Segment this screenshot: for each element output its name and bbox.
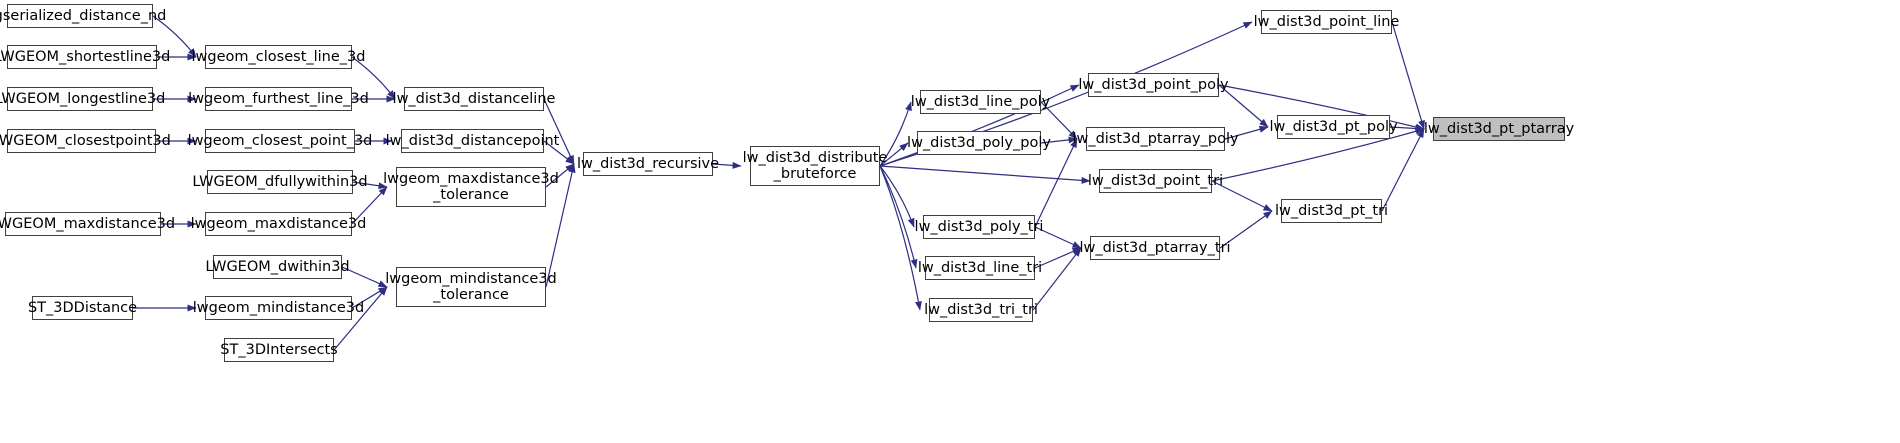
graph-node-LWGEOM-maxdistance3d[interactable]: LWGEOM_maxdistance3d [0, 212, 175, 236]
graph-node-label: lw_dist3d_line_poly [910, 93, 1051, 110]
graph-node-lwgeom-closest-point-3d[interactable]: lwgeom_closest_point_3d [188, 129, 372, 153]
graph-node-gserialized-distance-nd[interactable]: gserialized_distance_nd [0, 4, 166, 28]
graph-node-label: lw_dist3d_ptarray_poly [1072, 130, 1239, 147]
graph-node-lw-dist3d-point-poly[interactable]: lw_dist3d_point_poly [1078, 73, 1229, 97]
graph-node-label: lw_dist3d_pt_ptarray [1423, 120, 1575, 137]
graph-node-label: lw_dist3d_pt_tri [1274, 202, 1389, 219]
graph-node-label: gserialized_distance_nd [0, 7, 167, 24]
graph-edge [1032, 247, 1082, 311]
graph-node-label: lwgeom_closest_point_3d [187, 132, 373, 149]
graph-node-lw-dist3d-point-tri[interactable]: lw_dist3d_point_tri [1088, 169, 1223, 193]
graph-node-lw-dist3d-poly-poly[interactable]: lw_dist3d_poly_poly [907, 131, 1051, 155]
graph-node-label: lw_dist3d_point_tri [1087, 172, 1224, 189]
graph-node-lwgeom-closest-line-3d[interactable]: lwgeom_closest_line_3d [192, 45, 365, 69]
graph-node-label: lw_dist3d_point_poly [1078, 76, 1229, 93]
graph-node-LWGEOM-closestpoint3d[interactable]: LWGEOM_closestpoint3d [0, 129, 171, 153]
graph-node-label: lwgeom_furthest_line_3d [188, 90, 369, 107]
graph-node-label: LWGEOM_shortestline3d [0, 48, 171, 65]
graph-edge [879, 165, 922, 311]
graph-node-lwgeom-furthest-line-3d[interactable]: lwgeom_furthest_line_3d [188, 87, 369, 111]
graph-node-lw-dist3d-point-line[interactable]: lw_dist3d_point_line [1254, 10, 1399, 34]
graph-node-label: lwgeom_maxdistance3d _tolerance [383, 170, 559, 203]
graph-node-label: lw_dist3d_tri_tri [924, 301, 1038, 318]
graph-node-label: lw_dist3d_poly_tri [914, 218, 1044, 235]
graph-node-label: lw_dist3d_distanceline [392, 90, 556, 107]
graph-node-lw-dist3d-line-poly[interactable]: lw_dist3d_line_poly [911, 90, 1050, 114]
graph-node-label: lw_dist3d_point_line [1253, 13, 1400, 30]
graph-node-ST-3DIntersects[interactable]: ST_3DIntersects [220, 338, 338, 362]
graph-node-label: LWGEOM_dwithin3d [205, 258, 350, 275]
graph-node-label: lwgeom_mindistance3d _tolerance [385, 270, 557, 303]
graph-node-label: lwgeom_mindistance3d [192, 299, 365, 316]
graph-node-lw-dist3d-distribute-bruteforce[interactable]: lw_dist3d_distribute _bruteforce [743, 146, 887, 186]
graph-edge [1381, 128, 1425, 212]
graph-node-LWGEOM-dwithin3d[interactable]: LWGEOM_dwithin3d [205, 255, 350, 279]
graph-node-label: LWGEOM_longestline3d [0, 90, 166, 107]
graph-edge [1391, 21, 1425, 130]
graph-node-lw-dist3d-ptarray-poly[interactable]: lw_dist3d_ptarray_poly [1072, 127, 1239, 151]
graph-node-lwgeom-maxdistance3d-tolerance[interactable]: lwgeom_maxdistance3d _tolerance [383, 167, 559, 207]
graph-node-label: LWGEOM_maxdistance3d [0, 215, 176, 232]
graph-node-lw-dist3d-poly-tri[interactable]: lw_dist3d_poly_tri [915, 215, 1043, 239]
graph-node-LWGEOM-longestline3d[interactable]: LWGEOM_longestline3d [0, 87, 165, 111]
graph-node-label: ST_3DDistance [27, 299, 138, 316]
graph-node-label: ST_3DIntersects [220, 341, 338, 358]
graph-node-label: lw_dist3d_line_tri [917, 259, 1043, 276]
graph-node-LWGEOM-shortestline3d[interactable]: LWGEOM_shortestline3d [0, 45, 170, 69]
graph-node-lwgeom-mindistance3d-tolerance[interactable]: lwgeom_mindistance3d _tolerance [385, 267, 557, 307]
graph-node-lw-dist3d-distanceline[interactable]: lw_dist3d_distanceline [393, 87, 555, 111]
graph-node-lw-dist3d-pt-tri[interactable]: lw_dist3d_pt_tri [1275, 199, 1388, 223]
graph-node-LWGEOM-dfullywithin3d[interactable]: LWGEOM_dfullywithin3d [192, 170, 368, 194]
graph-node-label: lwgeom_maxdistance3d [190, 215, 367, 232]
graph-edge [1034, 138, 1078, 228]
graph-node-lw-dist3d-pt-poly[interactable]: lw_dist3d_pt_poly [1269, 115, 1398, 139]
graph-node-label: lw_dist3d_distribute _bruteforce [742, 149, 888, 182]
graph-node-lw-dist3d-pt-ptarray[interactable]: lw_dist3d_pt_ptarray [1424, 117, 1574, 141]
graph-node-label: lw_dist3d_pt_poly [1269, 118, 1398, 135]
graph-node-lw-dist3d-distancepoint[interactable]: lw_dist3d_distancepoint [386, 129, 559, 153]
graph-node-label: lw_dist3d_ptarray_tri [1079, 239, 1231, 256]
graph-edge [543, 98, 575, 165]
graph-node-lw-dist3d-tri-tri[interactable]: lw_dist3d_tri_tri [924, 298, 1038, 322]
graph-node-label: LWGEOM_dfullywithin3d [192, 173, 368, 190]
graph-node-lwgeom-maxdistance3d[interactable]: lwgeom_maxdistance3d [191, 212, 366, 236]
graph-node-lw-dist3d-recursive[interactable]: lw_dist3d_recursive [577, 152, 719, 176]
graph-edge [879, 165, 1091, 184]
graph-node-label: lw_dist3d_distancepoint [385, 132, 560, 149]
graph-node-ST-3DDistance[interactable]: ST_3DDistance [28, 296, 137, 320]
graph-node-label: lw_dist3d_recursive [576, 155, 720, 172]
graph-node-label: lwgeom_closest_line_3d [191, 48, 366, 65]
graph-node-lwgeom-mindistance3d[interactable]: lwgeom_mindistance3d [193, 296, 364, 320]
graph-node-lw-dist3d-line-tri[interactable]: lw_dist3d_line_tri [918, 256, 1042, 280]
graph-node-lw-dist3d-ptarray-tri[interactable]: lw_dist3d_ptarray_tri [1079, 236, 1231, 260]
graph-node-label: lw_dist3d_poly_poly [907, 134, 1051, 151]
graph-node-label: LWGEOM_closestpoint3d [0, 132, 171, 149]
